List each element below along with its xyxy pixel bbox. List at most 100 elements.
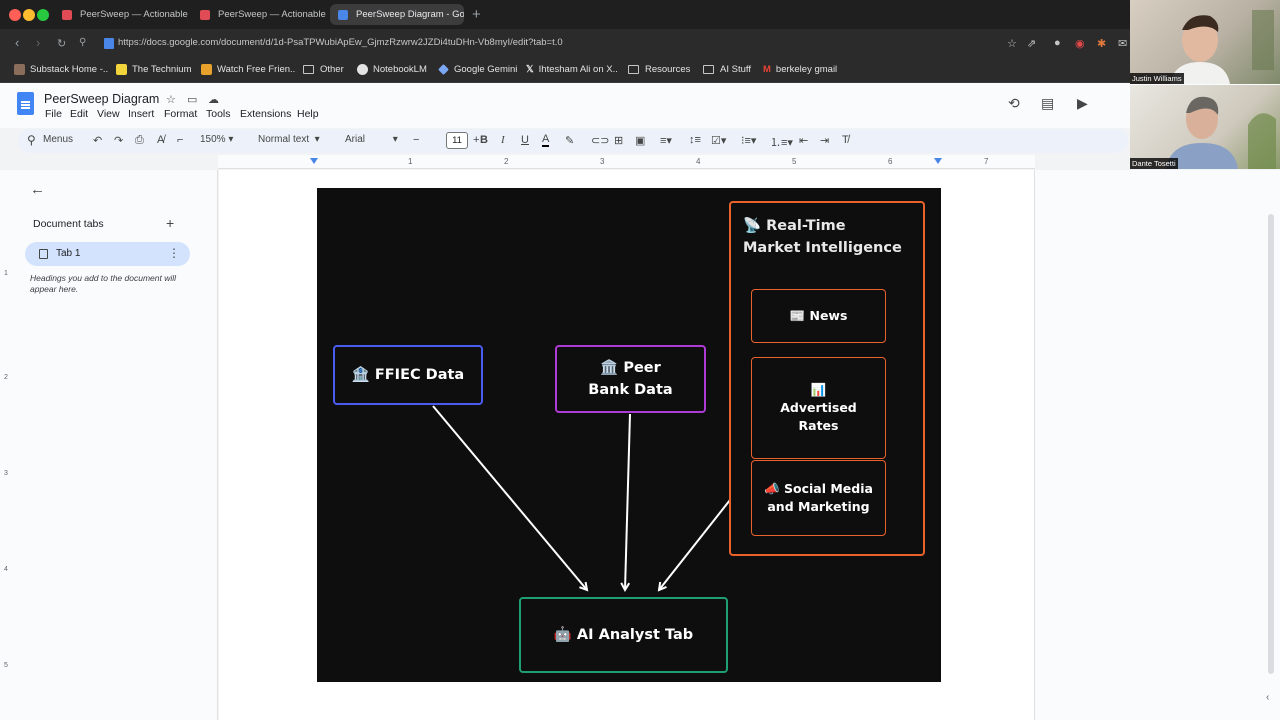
bookmark-item[interactable]: NotebookLM [357, 64, 427, 75]
browser-tab-title: PeerSweep Diagram - Goog [356, 9, 464, 20]
font-select[interactable]: Arial ▾ [345, 134, 398, 145]
browser-tab[interactable]: PeerSweep — Actionable Ma [192, 4, 326, 25]
undo-icon[interactable]: ↶ [93, 135, 103, 147]
cloud-status-icon[interactable]: ☁ [208, 94, 219, 106]
close-outline-arrow-icon[interactable]: ← [30, 181, 45, 198]
numbered-list-icon[interactable]: ⒈≡▾ [770, 137, 793, 149]
italic-icon[interactable]: I [501, 134, 505, 146]
browser-tab-title: PeerSweep — Actionable Ma [80, 9, 188, 20]
puzzle-extension-icon[interactable]: ✱ [1097, 38, 1107, 50]
embedded-diagram-image[interactable]: 🏦 FFIEC Data 🏛️ Peer Bank Data 📡 Real-Ti… [317, 188, 941, 682]
google-docs-logo-icon[interactable] [17, 92, 34, 115]
right-indent-marker[interactable] [934, 158, 942, 164]
redo-icon[interactable]: ↷ [114, 135, 124, 147]
spellcheck-icon[interactable]: A̸ [157, 134, 165, 146]
decrease-font-size-icon[interactable]: − [413, 134, 420, 146]
bulleted-list-icon[interactable]: ⁝≡▾ [741, 135, 757, 147]
ruler-number: 6 [888, 157, 893, 166]
menu-help[interactable]: Help [297, 108, 319, 120]
move-folder-icon[interactable]: ▭ [187, 94, 198, 106]
comments-icon[interactable]: ▤ [1041, 95, 1055, 111]
gmail-icon: M [763, 64, 771, 75]
star-icon[interactable]: ☆ [166, 94, 176, 106]
participant-video[interactable]: Justin Williams [1130, 0, 1280, 84]
formatting-toolbar: ⚲ Menus ↶ ↷ ⎙ A̸ ⌐ 150% ▾ Normal text ▾ … [18, 129, 1128, 153]
bookmark-item[interactable]: The Technium [116, 64, 192, 75]
more-options-icon[interactable]: ⋮ [168, 246, 180, 260]
ffiec-data-label: 🏦 FFIEC Data [351, 367, 465, 383]
minimize-window-button[interactable] [23, 9, 35, 21]
document-tabs-heading: Document tabs [33, 218, 104, 230]
underline-icon[interactable]: U [521, 134, 529, 146]
folder-icon [703, 65, 714, 74]
increase-indent-icon[interactable]: ⇥ [820, 135, 830, 147]
increase-font-size-icon[interactable]: + [473, 134, 480, 146]
print-icon[interactable]: ⎙ [135, 134, 144, 146]
menu-insert[interactable]: Insert [128, 108, 155, 120]
search-menus-icon[interactable]: ⚲ [27, 133, 36, 147]
search-menus-input[interactable]: Menus [43, 134, 74, 145]
folder-icon [303, 65, 314, 74]
chevron-down-icon[interactable]: ‹ [1266, 692, 1270, 703]
style-select[interactable]: Normal text ▾ [258, 134, 320, 145]
meet-icon[interactable]: ▶ [1077, 95, 1088, 111]
menu-format[interactable]: Format [164, 108, 198, 120]
font-size-input[interactable]: 11 [446, 132, 468, 149]
extension-icon[interactable]: ● [1054, 37, 1061, 49]
image-icon[interactable]: ▣ [635, 135, 646, 147]
share-icon[interactable]: ⇗ [1027, 38, 1037, 50]
diagram-arrows [432, 405, 731, 682]
bookmark-item[interactable]: Watch Free Frien.. [201, 64, 295, 75]
menu-edit[interactable]: Edit [70, 108, 89, 120]
mail-extension-icon[interactable]: ✉ [1118, 38, 1128, 50]
checklist-icon[interactable]: ☑▾ [711, 135, 727, 147]
align-icon[interactable]: ≡▾ [660, 135, 672, 147]
bold-icon[interactable]: B [480, 134, 488, 146]
maximize-window-button[interactable] [37, 9, 49, 21]
zoom-select[interactable]: 150% ▾ [200, 134, 234, 145]
clear-formatting-icon[interactable]: T̸ [842, 134, 849, 146]
bookmark-item[interactable]: Substack Home -.. [14, 64, 108, 75]
decrease-indent-icon[interactable]: ⇤ [799, 135, 809, 147]
site-info-icon[interactable]: ⚲ [79, 37, 87, 48]
paint-format-icon[interactable]: ⌐ [177, 134, 184, 146]
close-window-button[interactable] [9, 9, 21, 21]
menu-view[interactable]: View [97, 108, 120, 120]
bookmark-item[interactable]: Google Gemini [438, 64, 517, 75]
browser-tab[interactable]: PeerSweep — Actionable Ma [54, 4, 188, 25]
vertical-scrollbar[interactable] [1268, 214, 1274, 674]
vertical-ruler: 1 2 3 4 5 [0, 170, 10, 720]
bookmark-folder[interactable]: Other [303, 64, 344, 75]
back-icon[interactable]: ‹ [15, 35, 20, 50]
bookmark-label: AI Stuff [720, 64, 751, 75]
version-history-icon[interactable]: ⟲ [1008, 95, 1020, 111]
reload-icon[interactable]: ↻ [57, 38, 67, 50]
address-bar[interactable]: https://docs.google.com/document/d/1d-Ps… [118, 37, 563, 48]
ruler-number: 2 [4, 374, 8, 381]
horizontal-ruler[interactable]: 1 2 3 4 5 6 7 [218, 155, 1035, 169]
document-title[interactable]: PeerSweep Diagram [44, 92, 160, 106]
bookmark-folder[interactable]: Resources [628, 64, 690, 75]
menu-tools[interactable]: Tools [206, 108, 231, 120]
participant-video[interactable]: Dante Tosetti [1130, 85, 1280, 169]
add-tab-button[interactable]: + [166, 215, 175, 231]
menu-extensions[interactable]: Extensions [240, 108, 292, 120]
record-extension-icon[interactable]: ◉ [1075, 38, 1085, 50]
link-icon[interactable]: ⊂⊃ [591, 135, 610, 147]
bookmark-star-icon[interactable]: ☆ [1007, 38, 1017, 50]
highlight-icon[interactable]: ✎ [565, 135, 575, 147]
bookmark-label: Resources [645, 64, 691, 75]
line-spacing-icon[interactable]: ↕≡ [689, 134, 701, 146]
text-color-icon[interactable]: A [542, 133, 550, 147]
left-indent-marker[interactable] [310, 158, 318, 164]
menu-file[interactable]: File [45, 108, 62, 120]
bookmark-folder[interactable]: AI Stuff [703, 64, 751, 75]
forward-icon[interactable]: › [36, 35, 41, 50]
news-label: 📰 News [789, 308, 848, 323]
document-tab-item[interactable]: Tab 1 ⋮ [25, 242, 190, 266]
browser-tab-active[interactable]: PeerSweep Diagram - Goog [330, 4, 464, 25]
comment-icon[interactable]: ⊞ [614, 135, 624, 147]
new-tab-button[interactable]: + [472, 6, 481, 23]
